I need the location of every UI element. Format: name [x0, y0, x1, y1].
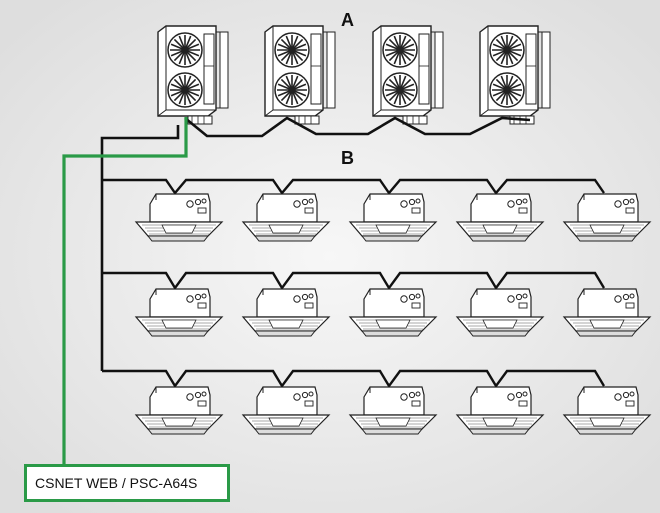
- indoor-row-1-wiring: [102, 178, 605, 195]
- controller-box: CSNET WEB / PSC-A64S: [24, 464, 230, 502]
- outdoor-group-label: A: [341, 10, 354, 30]
- indoor-group-label: B: [341, 148, 354, 168]
- controller-wiring: [62, 117, 188, 466]
- indoor-row-3-wiring: [102, 369, 606, 389]
- indoor-row-2-wiring: [102, 271, 606, 291]
- indoor-trunk-wiring: [100, 125, 180, 371]
- controller-label: CSNET WEB / PSC-A64S: [35, 475, 198, 491]
- outdoor-wiring: [184, 116, 531, 138]
